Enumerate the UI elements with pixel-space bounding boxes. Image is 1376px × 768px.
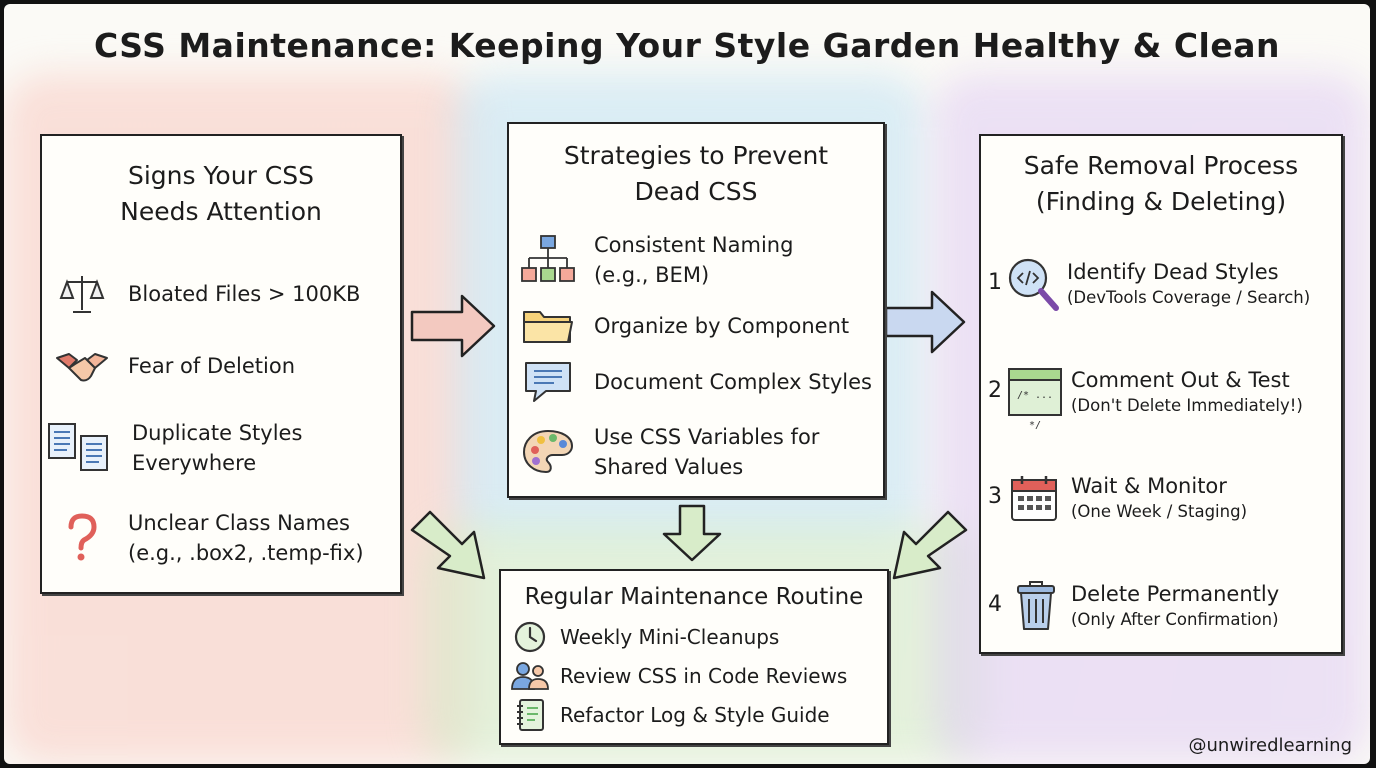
author-credit: @unwiredlearning <box>1188 735 1352 756</box>
step-title: Delete Permanently <box>1071 582 1280 606</box>
palette-icon <box>520 424 576 480</box>
strategies-panel: Strategies to Prevent Dead CSS <box>507 122 885 498</box>
step-subtitle: (DevTools Coverage / Search) <box>1067 288 1311 307</box>
speech-bubble-icon <box>520 354 576 410</box>
step-number: 1 <box>988 270 1002 295</box>
strategies-heading: Strategies to Prevent Dead CSS <box>563 141 829 206</box>
signs-heading: Signs Your CSS Needs Attention <box>120 161 322 226</box>
code-magnifier-icon <box>1006 256 1060 316</box>
routine-item-weekly: Weekly Mini-Cleanups <box>510 619 779 655</box>
infographic-canvas: CSS Maintenance: Keeping Your Style Gard… <box>4 4 1370 764</box>
strategies-item-document: Document Complex Styles <box>520 354 872 410</box>
routine-item-review: Review CSS in Code Reviews <box>510 658 847 694</box>
step-number: 4 <box>988 592 1002 617</box>
notebook-icon <box>510 697 550 733</box>
page-title: CSS Maintenance: Keeping Your Style Gard… <box>93 26 1281 65</box>
strategies-item-naming: Consistent Naming(e.g., BEM) <box>520 230 793 290</box>
signs-item-fear: Fear of Deletion <box>54 338 295 394</box>
step-subtitle: (Don't Delete Immediately!) <box>1071 396 1303 415</box>
strategies-item-organize: Organize by Component <box>520 298 849 354</box>
removal-heading: Safe Removal Process (Finding & Deleting… <box>1023 151 1299 216</box>
step-number: 2 <box>988 378 1002 403</box>
hierarchy-icon <box>520 232 576 288</box>
question-mark-icon <box>54 510 110 566</box>
step-title: Wait & Monitor <box>1071 474 1227 498</box>
trash-can-icon <box>1014 580 1058 636</box>
step-title: Identify Dead Styles <box>1067 260 1279 284</box>
calendar-icon <box>1010 474 1058 526</box>
routine-panel: Regular Maintenance Routine <box>499 569 889 745</box>
signs-item-unclear: Unclear Class Names(e.g., .box2, .temp-f… <box>54 508 364 568</box>
signs-item-bloated: Bloated Files > 100KB <box>54 266 360 322</box>
people-icon <box>510 658 550 694</box>
duplicate-documents-icon <box>48 420 110 476</box>
routine-item-refactor: Refactor Log & Style Guide <box>510 697 830 733</box>
comment-window-icon: /* ... */ <box>1008 368 1062 431</box>
routine-heading: Regular Maintenance Routine <box>524 584 864 610</box>
handshake-icon <box>54 338 110 394</box>
clock-icon <box>510 619 550 655</box>
scale-icon <box>54 266 110 322</box>
step-number: 3 <box>988 484 1002 509</box>
step-subtitle: (One Week / Staging) <box>1071 502 1248 521</box>
step-title: Comment Out & Test <box>1071 368 1290 392</box>
comment-snippet: /* ... */ <box>1016 390 1054 431</box>
step-subtitle: (Only After Confirmation) <box>1071 610 1279 629</box>
folder-icon <box>520 298 576 354</box>
